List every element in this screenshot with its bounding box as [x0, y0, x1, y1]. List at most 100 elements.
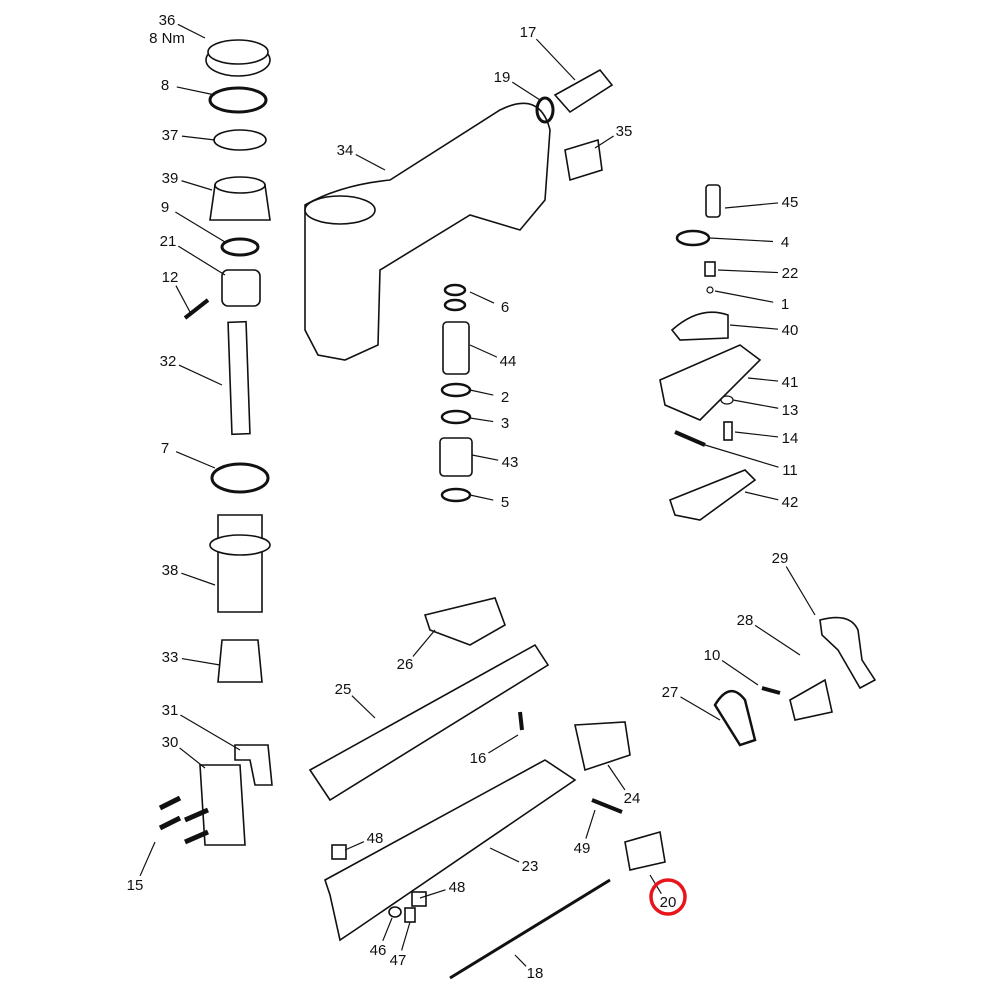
part-18-rod: [449, 878, 611, 980]
part-label-45: 45: [782, 194, 799, 211]
leader-line-25: [351, 695, 376, 719]
part-label-22: 22: [782, 265, 799, 282]
part-label-5: 5: [501, 494, 509, 511]
part-15-screws: [158, 795, 209, 845]
part-11-pin: [674, 430, 706, 447]
part-44-valve: [442, 321, 470, 375]
part-14-screw: [723, 421, 733, 441]
part-20-clip: [624, 830, 666, 871]
part-label-44: 44: [500, 353, 517, 370]
part-label-4: 4: [781, 234, 789, 251]
part-35-filter: [564, 138, 603, 182]
part-label-1: 1: [781, 296, 789, 313]
part-label-33: 33: [162, 649, 179, 666]
part-label-46: 46: [370, 942, 387, 959]
part-36-cap-top: [207, 39, 269, 65]
leader-line-29: [785, 566, 816, 616]
leader-line-18: [514, 954, 527, 967]
part-label-35: 35: [616, 123, 633, 140]
leader-line-2: [469, 389, 494, 396]
part-label-25: 25: [335, 681, 352, 698]
leader-line-35: [594, 135, 614, 149]
leader-line-48: [344, 841, 365, 851]
part-label-12: 12: [162, 269, 179, 286]
part-13-washer: [720, 395, 734, 405]
leader-line-28: [754, 624, 801, 656]
part-26-block: [423, 597, 506, 646]
part-label-34: 34: [337, 142, 354, 159]
part-label-39: 39: [162, 170, 179, 187]
leader-line-37: [181, 135, 216, 141]
leader-line-4: [709, 237, 774, 243]
part-45: [705, 184, 721, 218]
part-42-trigger: [669, 469, 757, 521]
part-label-41: 41: [782, 374, 799, 391]
part-label-10: 10: [704, 647, 721, 664]
part-label-11: 11: [782, 462, 798, 479]
part-33: [217, 639, 263, 683]
leader-line-30: [179, 747, 206, 769]
leader-line-41: [747, 377, 779, 382]
part-label-43: 43: [502, 454, 519, 471]
part-label-6: 6: [501, 299, 509, 316]
part-label-49: 49: [574, 840, 591, 857]
leader-line-14: [734, 431, 779, 438]
leader-line-5: [469, 494, 494, 501]
leader-line-49: [585, 809, 596, 839]
leader-line-26: [412, 629, 436, 657]
leader-line-13: [732, 399, 779, 409]
part-label-31: 31: [162, 702, 179, 719]
highlight-circle: [649, 878, 687, 916]
leader-line-6: [469, 291, 495, 304]
part-9-oring: [220, 237, 260, 257]
part-7-oring: [210, 462, 270, 494]
part-38-flange: [209, 534, 271, 556]
part-43: [439, 437, 473, 477]
part-label-13: 13: [782, 402, 799, 419]
part-30-plate: [199, 764, 246, 846]
part-label-42: 42: [782, 494, 799, 511]
part-24-clip: [574, 721, 631, 772]
part-label-48: 48: [367, 830, 384, 847]
part-48-b: [411, 891, 427, 907]
part-label-3: 3: [501, 415, 509, 432]
leader-line-11: [704, 444, 779, 468]
part-label-29: 29: [772, 550, 789, 567]
part-label-7: 7: [161, 440, 169, 457]
part-label-15: 15: [127, 877, 144, 894]
part-21-piston: [221, 269, 261, 307]
part-label-30: 30: [162, 734, 179, 751]
leader-line-38: [181, 572, 216, 586]
leader-line-21: [177, 245, 226, 276]
leader-line-3: [469, 417, 494, 423]
leader-line-22: [717, 269, 779, 274]
part-49-pin: [591, 798, 623, 814]
part-37-plate: [213, 129, 267, 151]
leader-line-31: [180, 714, 241, 751]
part-6-oring-b: [443, 298, 467, 312]
part-labels: 3683739921123273833313015171935344542214…: [127, 12, 799, 982]
leader-line-10: [721, 659, 759, 686]
leader-line-42: [744, 491, 779, 501]
part-41-housing: [659, 344, 762, 421]
leader-line-33: [181, 657, 221, 666]
part-label-40: 40: [782, 322, 799, 339]
part-34-body: [304, 102, 551, 361]
part-label-23: 23: [522, 858, 539, 875]
leader-line-24: [607, 764, 626, 791]
part-label-47: 47: [390, 952, 407, 969]
leader-line-48: [419, 889, 446, 899]
part-label-2: 2: [501, 389, 509, 406]
part-label-16: 16: [470, 750, 487, 767]
part-10-pin: [761, 686, 781, 695]
part-label-14: 14: [782, 430, 799, 447]
part-label-27: 27: [662, 684, 679, 701]
part-label-24: 24: [624, 790, 641, 807]
part-17-fitting: [553, 68, 614, 114]
part-34-bore: [304, 195, 376, 225]
part-3-oring: [440, 409, 472, 425]
part-29-lever: [819, 616, 877, 690]
part-47: [404, 907, 416, 923]
